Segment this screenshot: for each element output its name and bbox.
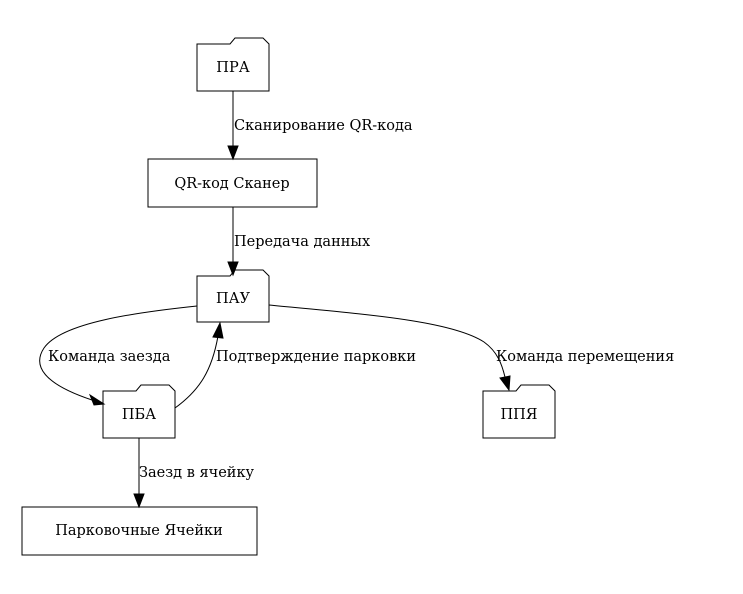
edge-pra-to-qr-arrowhead — [227, 145, 239, 161]
edge-pau-to-pba-line — [39, 305, 198, 401]
edge-pba-to-cells-label: Заезд в ячейку — [139, 465, 255, 481]
edge-qr-to-pau: Передача данных — [227, 207, 370, 277]
node-ppya-shape — [482, 384, 556, 439]
edge-pau-to-pba-label: Команда заезда — [48, 349, 171, 365]
node-pba-label: ПБА — [122, 407, 156, 423]
edge-pau-to-ppya: Команда перемещения — [268, 304, 674, 392]
node-ppya-label: ППЯ — [500, 407, 537, 423]
node-parking-cells-label: Парковочные Ячейки — [55, 523, 223, 539]
node-parking-cells: Парковочные Ячейки — [21, 506, 258, 556]
edge-pra-to-qr: Сканирование QR-кода — [227, 91, 413, 161]
edge-pau-to-pba: Команда заезда — [39, 305, 198, 406]
node-pba-shape — [102, 384, 176, 439]
node-parking-cells-shape — [21, 506, 258, 556]
edge-pba-to-cells: Заезд в ячейку — [133, 438, 255, 509]
edge-pau-to-ppya-arrowhead — [499, 375, 511, 392]
node-pra-shape — [196, 37, 270, 92]
node-pau-shape — [196, 269, 270, 323]
node-qr-scanner: QR-код Сканер — [147, 158, 318, 208]
edge-qr-to-pau-label: Передача данных — [234, 234, 370, 250]
edge-pba-to-pau-line — [174, 335, 219, 409]
edge-pau-to-ppya-line — [268, 304, 506, 378]
node-pau: ПАУ — [196, 269, 270, 323]
node-ppya: ППЯ — [482, 384, 556, 439]
edge-pba-to-pau-arrowhead — [212, 321, 224, 339]
node-qr-scanner-shape — [147, 158, 318, 208]
edge-pba-to-pau: Подтверждение парковки — [174, 321, 416, 409]
node-pau-label: ПАУ — [216, 291, 251, 307]
node-pba: ПБА — [102, 384, 176, 439]
edge-pra-to-qr-label: Сканирование QR-кода — [234, 118, 413, 134]
edge-pau-to-ppya-label: Команда перемещения — [496, 349, 674, 365]
edge-pba-to-pau-label: Подтверждение парковки — [216, 349, 416, 365]
node-qr-scanner-label: QR-код Сканер — [174, 176, 289, 192]
edge-pau-to-pba-arrowhead — [88, 393, 106, 406]
edge-qr-to-pau-arrowhead — [227, 261, 239, 277]
edge-pba-to-cells-arrowhead — [133, 493, 145, 509]
node-pra: ПРА — [196, 37, 270, 92]
node-pra-label: ПРА — [216, 60, 249, 76]
